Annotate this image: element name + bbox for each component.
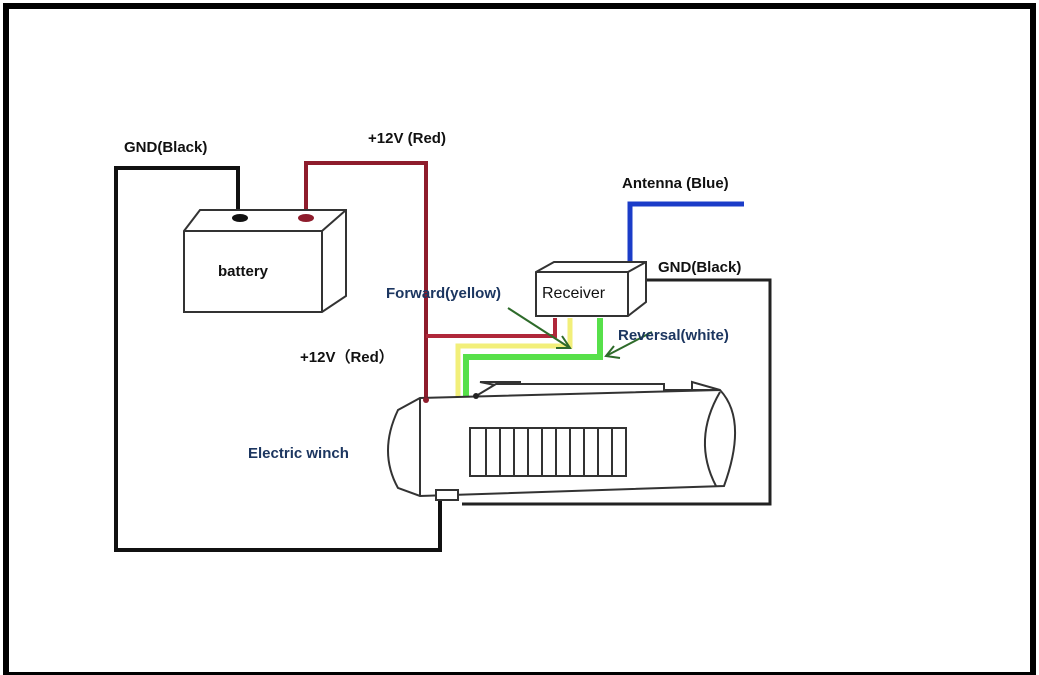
- reversal-wire: [463, 318, 603, 398]
- battery-label: battery: [218, 263, 269, 280]
- forward-arrow: [507, 307, 572, 349]
- label-gnd-left: GND(Black): [124, 139, 207, 156]
- label-forward: Forward(yellow): [386, 285, 501, 302]
- label-antenna: Antenna (Blue): [622, 175, 729, 192]
- ground-wire-battery: [114, 166, 442, 552]
- battery: [183, 209, 347, 313]
- forward-wire: [455, 318, 573, 410]
- reversal-arrow: [604, 331, 653, 359]
- label-positive-mid: +12V（Red）: [300, 348, 394, 366]
- antenna-wire: [627, 201, 744, 262]
- diagram-border: [3, 3, 1036, 675]
- label-positive-top: +12V (Red): [368, 130, 446, 147]
- positive-wire-main: [304, 161, 428, 400]
- receiver-label: Receiver: [542, 285, 606, 302]
- receiver-box: [535, 261, 647, 317]
- label-electric-winch: Electric winch: [248, 445, 349, 462]
- positive-wire-receiver: [426, 318, 557, 338]
- ground-wire-receiver: [462, 278, 772, 506]
- electric-winch: [387, 380, 737, 501]
- label-reversal: Reversal(white): [618, 327, 729, 344]
- label-gnd-right: GND(Black): [658, 259, 741, 276]
